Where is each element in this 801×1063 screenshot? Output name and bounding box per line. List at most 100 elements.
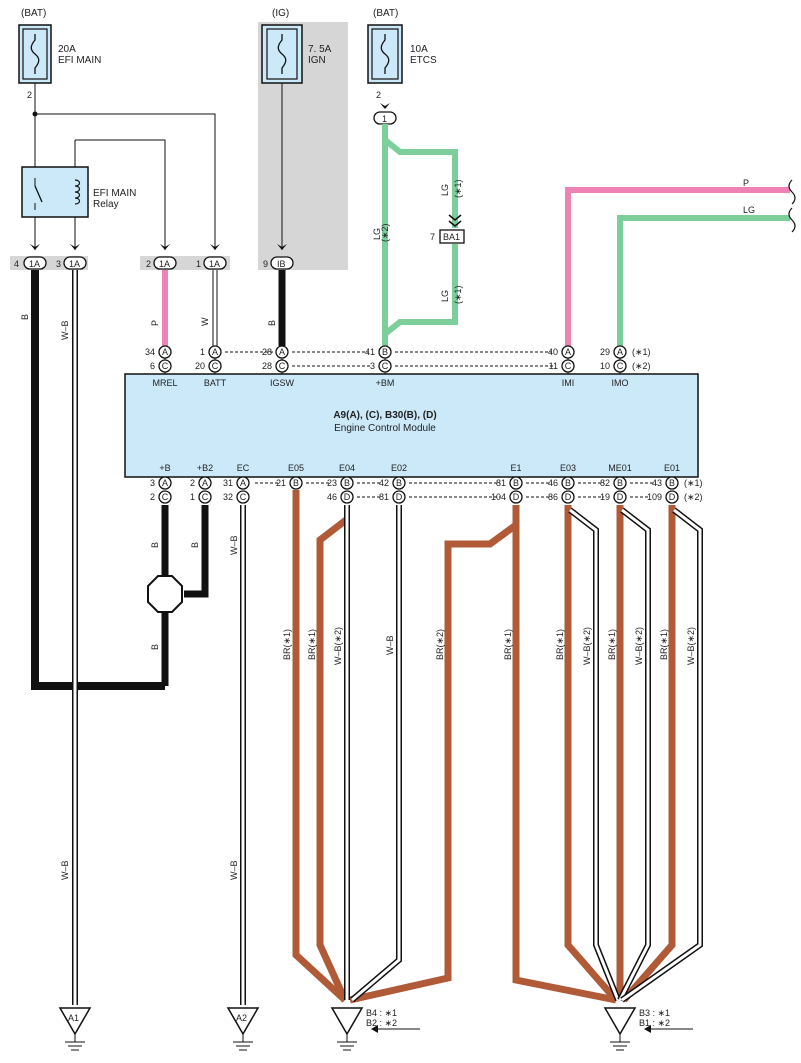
svg-text:20: 20 bbox=[195, 361, 205, 371]
terminal-mrel: MREL bbox=[152, 378, 177, 388]
svg-text:3: 3 bbox=[370, 361, 375, 371]
top-connector-2: 3 1A bbox=[56, 256, 87, 270]
svg-text:C: C bbox=[162, 492, 169, 502]
svg-text:81: 81 bbox=[379, 492, 389, 502]
top-note-1: (∗1) bbox=[632, 347, 651, 357]
svg-text:C: C bbox=[202, 492, 209, 502]
ecm-title: A9(A), (C), B30(B), (D) bbox=[333, 410, 436, 421]
wire-label-lg-s2: (∗2) bbox=[380, 223, 390, 242]
svg-text:B: B bbox=[565, 478, 571, 488]
terminal-bottom-6: E1 bbox=[510, 463, 521, 473]
svg-text:D: D bbox=[669, 492, 676, 502]
fuse-ign-name: IGN bbox=[308, 55, 326, 66]
svg-text:D: D bbox=[617, 492, 624, 502]
terminal-imo: IMO bbox=[612, 378, 629, 388]
bottom-note-2: (∗2) bbox=[684, 492, 703, 502]
wire-label-br1-c: BR(∗1) bbox=[503, 629, 513, 660]
svg-text:46: 46 bbox=[327, 492, 337, 502]
wire-label-wb2-c: W–B(∗2) bbox=[634, 627, 644, 665]
ground-3-label-2: B2 : ∗2 bbox=[366, 1018, 397, 1028]
svg-text:34: 34 bbox=[145, 347, 155, 357]
top-connector-4: 1 1A bbox=[196, 256, 227, 270]
wire-lg-imo bbox=[617, 215, 790, 346]
svg-text:C: C bbox=[382, 361, 389, 371]
fuse-efi-rating: 20A bbox=[58, 44, 76, 55]
wire-label-b: B bbox=[20, 314, 30, 320]
wire-label-b-pb2: B bbox=[190, 542, 200, 548]
svg-text:42: 42 bbox=[379, 478, 389, 488]
svg-text:B: B bbox=[344, 478, 350, 488]
chevron-down-icon bbox=[448, 214, 462, 227]
terminal-bottom-0: +B bbox=[159, 463, 170, 473]
svg-text:3: 3 bbox=[150, 478, 155, 488]
junction-icon bbox=[147, 575, 183, 613]
svg-text:86: 86 bbox=[548, 492, 558, 502]
fuse-ign bbox=[261, 24, 303, 84]
wire-label-p-imi: P bbox=[743, 178, 749, 188]
bat-right-label: (BAT) bbox=[373, 8, 398, 19]
terminal-batt: BATT bbox=[204, 378, 227, 388]
wire-label-wb-ec-lower: W–B bbox=[229, 860, 239, 880]
wire-label-wb2-a: W–B(∗2) bbox=[333, 627, 343, 665]
joint-label: 1 bbox=[382, 114, 387, 124]
break-icon bbox=[788, 179, 796, 233]
svg-text:32: 32 bbox=[223, 492, 233, 502]
wire-label-wb2-b: W–B(∗2) bbox=[582, 627, 592, 665]
svg-text:C: C bbox=[617, 361, 624, 371]
wire-label-wb2-d: W–B(∗2) bbox=[686, 627, 696, 665]
top-connector-3: 2 1A bbox=[146, 256, 177, 270]
relay-sub: Relay bbox=[93, 199, 119, 210]
svg-text:104: 104 bbox=[491, 492, 506, 502]
svg-text:B: B bbox=[382, 347, 388, 357]
svg-text:A1: A1 bbox=[68, 1013, 79, 1023]
svg-text:3: 3 bbox=[56, 259, 61, 269]
terminal-bm: +BM bbox=[376, 378, 395, 388]
svg-text:IB: IB bbox=[277, 259, 286, 269]
connector-ba1 bbox=[439, 229, 465, 244]
terminal-bottom-8: ME01 bbox=[608, 463, 632, 473]
svg-text:28: 28 bbox=[262, 347, 272, 357]
ground-b4-b2 bbox=[330, 1007, 420, 1051]
terminal-bottom-7: E03 bbox=[560, 463, 576, 473]
svg-text:A: A bbox=[240, 478, 246, 488]
wire-label-wb-e02: W–B bbox=[385, 635, 395, 655]
svg-text:21: 21 bbox=[276, 478, 286, 488]
ground-a2: A2 bbox=[226, 1007, 260, 1051]
ecm-box bbox=[124, 373, 699, 478]
terminal-bottom-1: +B2 bbox=[197, 463, 213, 473]
fuse-icon bbox=[380, 34, 390, 74]
terminal-igsw: IGSW bbox=[270, 378, 295, 388]
svg-text:A: A bbox=[202, 478, 208, 488]
connector-ba1-label: BA1 bbox=[443, 232, 460, 242]
svg-text:D: D bbox=[396, 492, 403, 502]
svg-text:A: A bbox=[162, 478, 168, 488]
svg-text:C: C bbox=[162, 361, 169, 371]
wire-b-plus bbox=[161, 505, 209, 686]
wire-br-g4 bbox=[512, 505, 676, 1004]
svg-text:A2: A2 bbox=[236, 1013, 247, 1023]
wire-label-b-pb: B bbox=[150, 542, 160, 548]
svg-text:1: 1 bbox=[196, 259, 201, 269]
svg-text:B: B bbox=[617, 478, 623, 488]
wire-label-lg-s1a: (∗1) bbox=[453, 179, 463, 198]
wire-label-br1-e: BR(∗1) bbox=[607, 629, 617, 660]
svg-text:D: D bbox=[513, 492, 520, 502]
